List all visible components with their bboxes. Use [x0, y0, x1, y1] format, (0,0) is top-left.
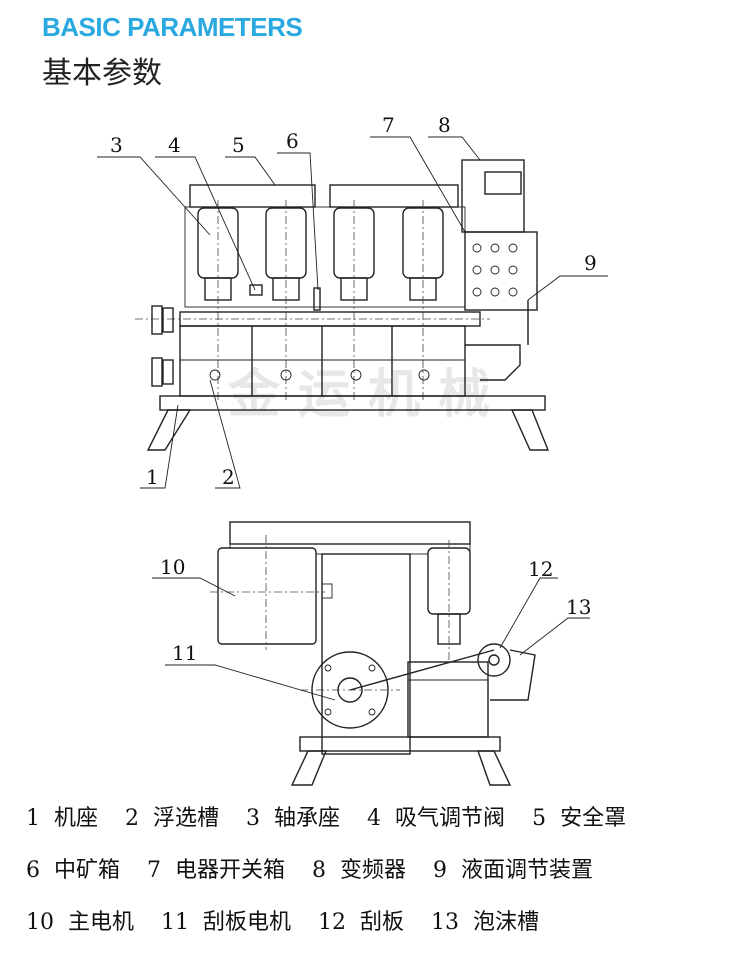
- callout-6: 6: [286, 129, 299, 153]
- callout-3: 3: [110, 133, 123, 157]
- callout-10: 10: [160, 555, 185, 579]
- title-chinese: 基本参数: [42, 56, 162, 91]
- callout-9: 9: [584, 251, 597, 275]
- watermark-text: 金运机械: [227, 365, 508, 425]
- callout-11: 11: [172, 641, 197, 665]
- side-elevation: 10 11 12 13: [152, 521, 591, 786]
- callout-4: 4: [168, 133, 181, 157]
- callout-5: 5: [232, 133, 245, 157]
- callout-1: 1: [146, 465, 159, 489]
- callout-8: 8: [438, 113, 451, 137]
- callout-13: 13: [566, 595, 591, 619]
- callout-12: 12: [528, 557, 553, 581]
- front-elevation: 3 4 5 6 7 8 9 1 2: [97, 113, 608, 489]
- title-english: BASIC PARAMETERS: [42, 12, 303, 42]
- callout-7: 7: [382, 113, 395, 137]
- callout-2: 2: [222, 465, 235, 489]
